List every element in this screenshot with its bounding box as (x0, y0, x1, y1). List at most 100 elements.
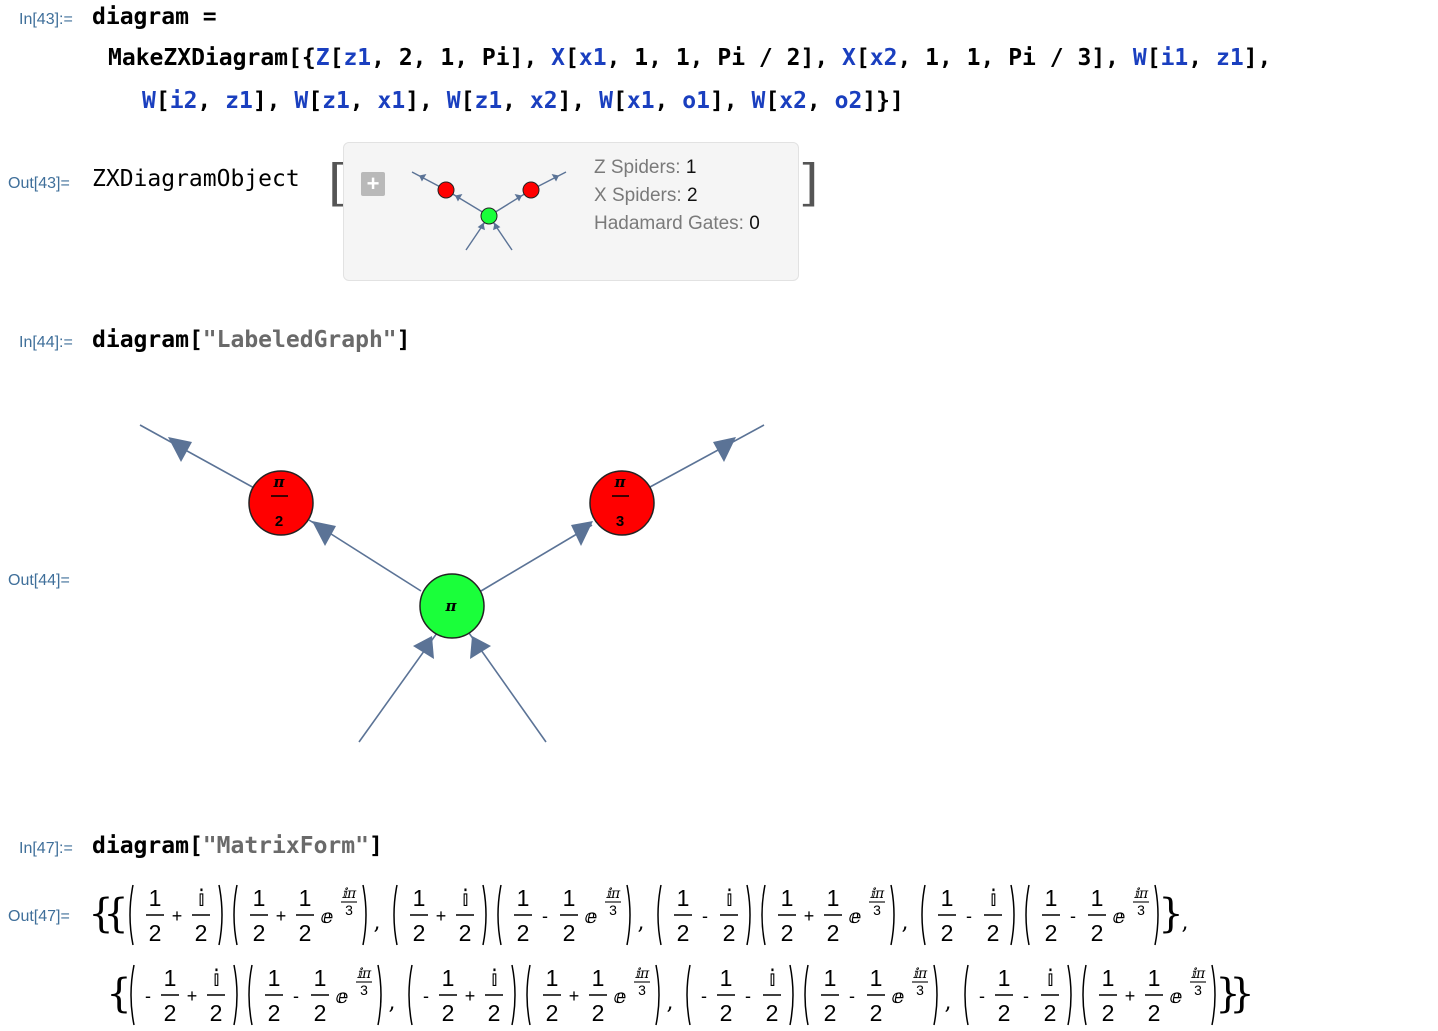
minus-sign: - (1070, 906, 1076, 926)
fraction-numerator: 1 (314, 965, 327, 991)
cell-label-out44: Out[44]= (8, 572, 70, 589)
right-brace: } (1158, 891, 1183, 937)
fraction-denominator: 2 (314, 1000, 327, 1026)
right-paren (1211, 964, 1216, 1026)
fraction-numerator: 1 (563, 885, 576, 911)
x1-phase-den: 2 (275, 513, 283, 530)
fraction-numerator: 1 (870, 965, 883, 991)
exponent-denominator: 3 (1137, 902, 1145, 918)
exponential-e: ⅇ (336, 984, 349, 1008)
right-paren (789, 964, 794, 1026)
minus-sign: - (849, 986, 855, 1006)
fraction-numerator: 1 (941, 885, 954, 911)
fraction-denominator: 2 (781, 920, 794, 946)
left-paren (233, 884, 238, 946)
x-spider-node-x1 (248, 470, 314, 536)
summary-box[interactable] (343, 142, 799, 281)
cell-label-in43: In[43]:= (19, 11, 73, 28)
plus-sign: + (569, 986, 580, 1006)
minus-sign: - (701, 986, 707, 1006)
left-paren (129, 884, 134, 946)
left-paren (130, 964, 135, 1026)
fraction-denominator: 2 (299, 920, 312, 946)
arrow-icon (470, 636, 491, 659)
plus-icon[interactable]: + (361, 172, 385, 196)
fraction-denominator: 2 (164, 1000, 177, 1026)
left-paren (921, 884, 926, 946)
left-paren (804, 964, 809, 1026)
exponent-numerator: 𝕚π (606, 886, 621, 902)
exponent-numerator: 𝕚π (342, 886, 357, 902)
right-paren (482, 884, 487, 946)
plus-sign: + (436, 906, 447, 926)
exponent-denominator: 3 (609, 902, 617, 918)
comma: , (945, 990, 952, 1015)
edge-x1-o1 (139, 424, 257, 490)
left-paren (761, 884, 766, 946)
z-spider-node-z1 (419, 573, 485, 639)
left-paren (248, 964, 253, 1026)
x-spider2-args: x2, 1, 1, Pi / 3 (869, 45, 1092, 71)
fraction-numerator: 1 (546, 965, 559, 991)
arrow-icon (413, 636, 434, 659)
comma: , (667, 990, 674, 1015)
fraction-denominator: 2 (824, 1000, 837, 1026)
fraction-denominator: 2 (827, 920, 840, 946)
fraction-numerator: 𝕚 (212, 965, 220, 991)
wire-a: z1 (474, 88, 503, 114)
wire-b: z1 (225, 88, 253, 114)
input43-line3[interactable]: W[i2, z1], W[z1, x1], W[z1, x2], W[x1, o… (142, 88, 904, 114)
right-paren (933, 964, 938, 1026)
exponential-e: ⅇ (892, 984, 905, 1008)
input47[interactable]: diagram["MatrixForm"] (92, 833, 383, 859)
right-bracket: ] (799, 154, 819, 212)
fraction-numerator: 1 (677, 885, 690, 911)
minus-sign: - (145, 986, 151, 1006)
arrow-icon (168, 437, 192, 462)
wire-a: i2 (169, 88, 198, 114)
fraction-denominator: 2 (442, 1000, 455, 1026)
exponential-e: ⅇ (849, 904, 862, 928)
fraction-denominator: 2 (563, 920, 576, 946)
wire-head: W (599, 88, 613, 114)
wire-a: x2 (779, 88, 807, 114)
x-spider1-head: X (551, 45, 566, 71)
exponential-e: ⅇ (585, 904, 598, 928)
minus-sign: - (423, 986, 429, 1006)
fraction-numerator: 𝕚 (989, 885, 997, 911)
cell-label-in44: In[44]:= (19, 334, 73, 351)
wire-a: z1 (322, 88, 350, 114)
right-brace: } (1229, 971, 1254, 1017)
exponent-denominator: 3 (873, 902, 881, 918)
fraction-denominator: 2 (459, 920, 472, 946)
fraction-denominator: 2 (1045, 920, 1058, 946)
x1-phase-num: π (273, 473, 286, 491)
fraction-numerator: 𝕚 (461, 885, 469, 911)
exponent-numerator: 𝕚π (635, 966, 650, 982)
exponent-denominator: 3 (638, 982, 646, 998)
fraction-numerator: 1 (299, 885, 312, 911)
fraction-numerator: 𝕚 (768, 965, 776, 991)
fraction-denominator: 2 (987, 920, 1000, 946)
fraction-numerator: 1 (781, 885, 794, 911)
wire-head: W (1132, 45, 1147, 71)
input43-line2[interactable]: MakeZXDiagram[{Z[z1, 2, 1, Pi], X[x1, 1,… (108, 45, 1272, 71)
comma: , (1182, 910, 1189, 935)
fraction-numerator: 𝕚 (197, 885, 205, 911)
fraction-denominator: 2 (720, 1000, 733, 1026)
exponent-denominator: 3 (360, 982, 368, 998)
input44[interactable]: diagram["LabeledGraph"] (92, 327, 411, 353)
stat-z-spiders: Z Spiders: 1 (594, 157, 697, 178)
wire-a: i1 (1160, 45, 1189, 71)
input43-line1[interactable]: diagram = (92, 4, 217, 30)
exponent-numerator: 𝕚π (357, 966, 372, 982)
exponent-numerator: 𝕚π (1134, 886, 1149, 902)
fraction-numerator: 1 (998, 965, 1011, 991)
plus-sign: + (465, 986, 476, 1006)
left-brace: { (103, 891, 128, 937)
fraction-numerator: 1 (268, 965, 281, 991)
x-spider2-head: X (842, 45, 856, 71)
fraction-numerator: 𝕚 (490, 965, 498, 991)
fraction-numerator: 1 (442, 965, 455, 991)
